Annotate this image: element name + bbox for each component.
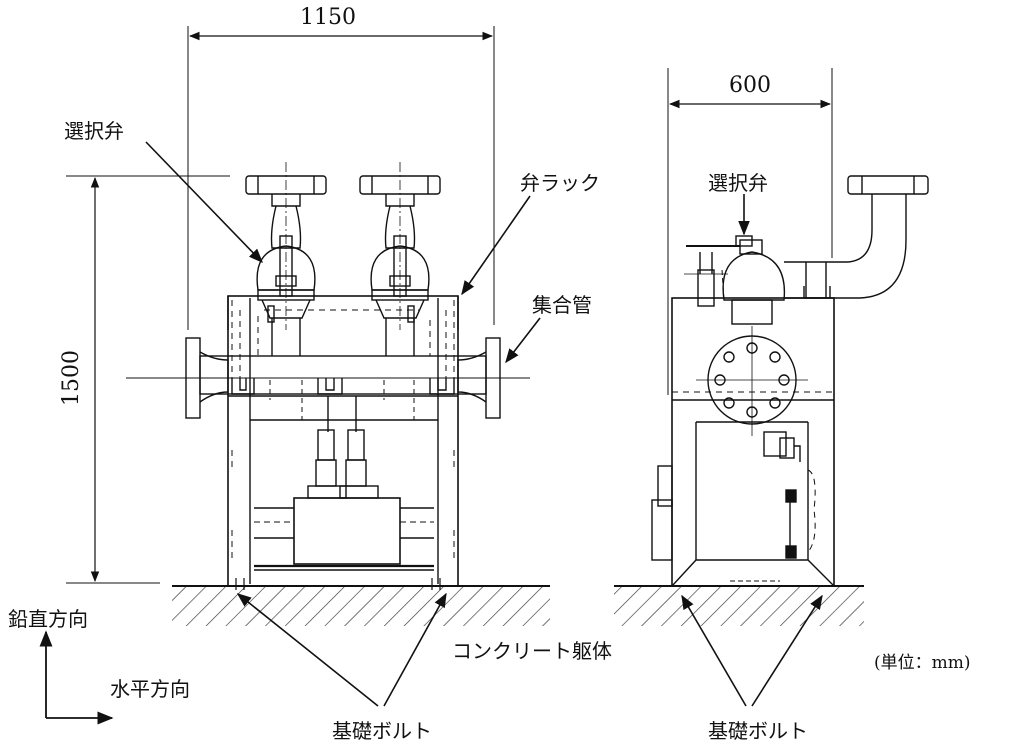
leader-anchor-side-1	[681, 594, 747, 707]
front-height-label: 1500	[59, 350, 84, 406]
front-right-flange	[485, 337, 501, 419]
label-horizontal: 水平方向	[110, 677, 190, 701]
side-left-box-2	[651, 499, 673, 561]
leader-lines	[39, 141, 823, 725]
leader-anchor-front-2	[383, 592, 447, 707]
front-selector-valve-1	[245, 162, 327, 356]
leader-anchor-side-2	[751, 594, 823, 707]
side-outlet-elbow	[784, 175, 929, 299]
front-header-pipe	[199, 355, 487, 395]
front-ground-hatch	[172, 586, 550, 626]
label-anchor-side: 基礎ボルト	[708, 719, 808, 743]
leader-header-pipe	[505, 317, 541, 364]
label-select-valve-front: 選択弁	[64, 119, 124, 143]
front-view	[66, 26, 550, 626]
label-vertical: 鉛直方向	[8, 607, 88, 631]
leader-anchor-front-1	[236, 593, 379, 707]
label-valve-rack: 弁ラック	[520, 171, 600, 195]
side-left-box-1	[657, 465, 673, 507]
front-valve-rack	[227, 295, 459, 587]
front-left-flange	[185, 337, 201, 419]
side-view	[614, 68, 929, 626]
label-anchor-front: 基礎ボルト	[332, 719, 432, 743]
label-header-pipe: 集合管	[532, 293, 592, 317]
side-selector-valve	[684, 235, 786, 325]
side-valve-rack	[671, 297, 835, 587]
leader-valve-rack	[461, 195, 531, 296]
label-concrete: コンクリート躯体	[452, 639, 612, 663]
side-ground-hatch	[614, 586, 864, 626]
labels: 1150 1500 600 選択弁 弁ラック 集合管 選択弁 コンクリート躯体 …	[8, 5, 971, 743]
side-right-instruments	[763, 431, 816, 559]
label-unit: (単位：mm)	[874, 653, 971, 673]
label-select-valve-side: 選択弁	[708, 171, 768, 195]
side-width-label: 600	[729, 73, 771, 98]
leader-select-valve-front	[145, 141, 264, 264]
front-actuators	[254, 396, 434, 565]
front-width-label: 1150	[300, 5, 356, 30]
front-selector-valve-2	[359, 162, 441, 356]
